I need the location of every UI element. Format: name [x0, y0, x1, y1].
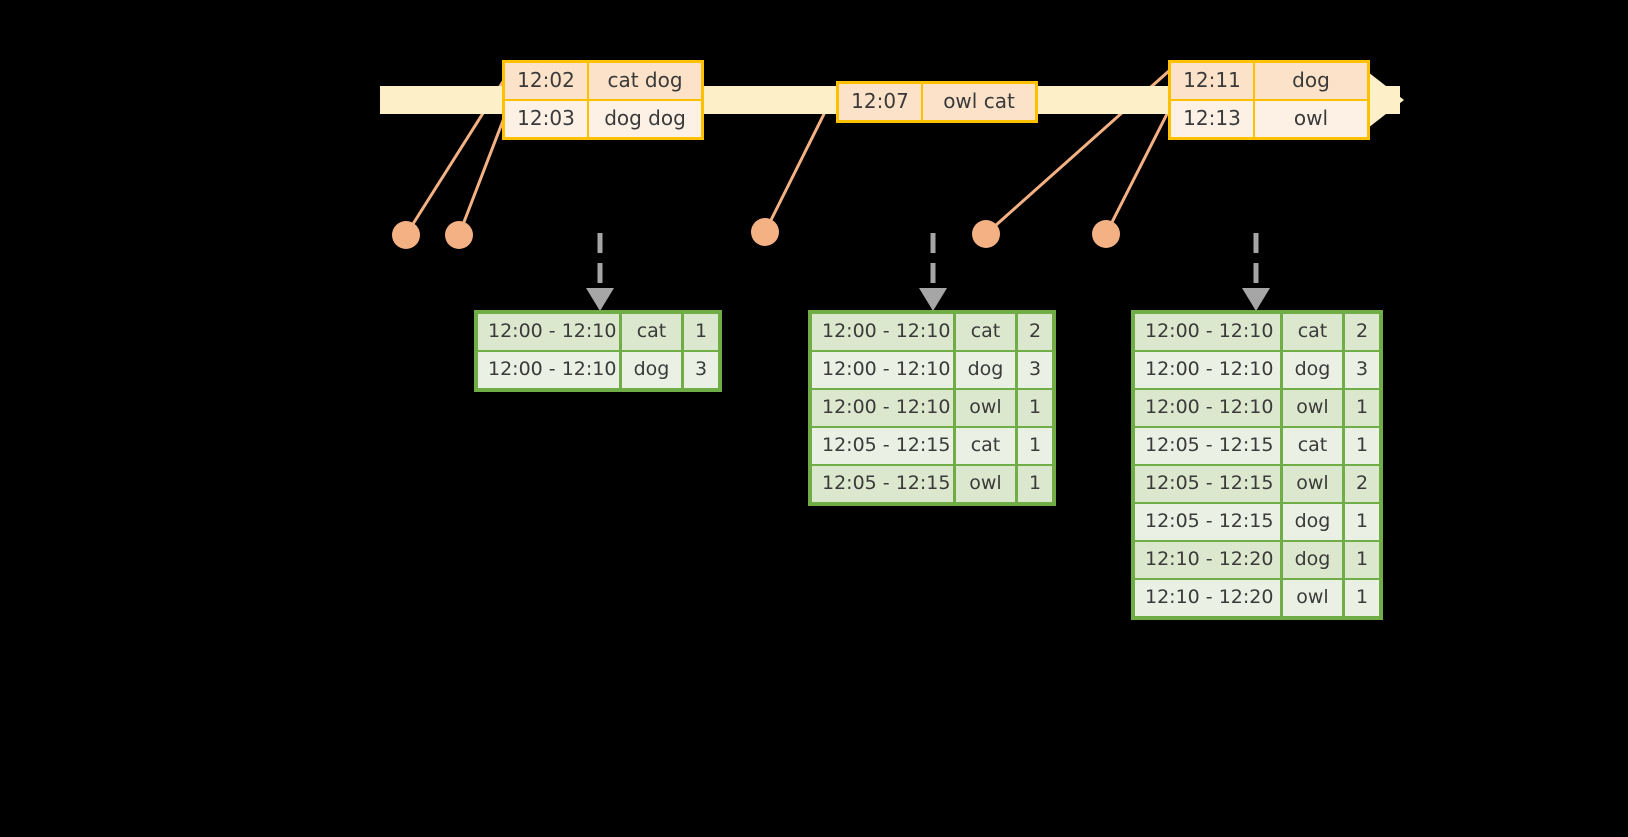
window-cell: 12:00 - 12:10: [812, 352, 956, 388]
key-cell: dog: [1283, 504, 1345, 540]
event-time: 12:13: [1171, 101, 1255, 137]
event-row: 12:07 owl cat: [839, 84, 1035, 120]
key-cell: owl: [1283, 390, 1345, 426]
window-cell: 12:05 - 12:15: [1135, 504, 1283, 540]
count-cell: 1: [1028, 472, 1042, 494]
key-cell: cat: [956, 314, 1018, 350]
key-cell: cat: [622, 314, 684, 350]
key-cell: owl: [1283, 466, 1345, 502]
connector-dot-12-02: [392, 221, 420, 249]
connector-line-12-13: [1104, 111, 1170, 235]
connector-dot-12-11: [972, 220, 1000, 248]
window-cell: 12:00 - 12:10: [478, 314, 622, 350]
window-cell: 12:00 - 12:10: [1135, 390, 1283, 426]
event-words: owl cat: [943, 89, 1015, 113]
count-cell: 1: [1028, 396, 1042, 418]
down-arrow-icon-1: [586, 233, 614, 311]
count-cell: 1: [1355, 548, 1369, 570]
count-cell: 3: [1355, 358, 1369, 380]
connector-dot-12-13: [1092, 220, 1120, 248]
connector-dot-12-07: [751, 218, 779, 246]
count-cell: 1: [1028, 434, 1042, 456]
window-cell: 12:05 - 12:15: [1135, 428, 1283, 464]
window-cell: 12:00 - 12:10: [1135, 314, 1283, 350]
count-cell: 1: [1355, 586, 1369, 608]
event-box-1[interactable]: 12:02 cat dog 12:03 dog dog: [502, 60, 704, 140]
event-row: 12:11 dog: [1171, 63, 1367, 99]
event-row: 12:03 dog dog: [505, 99, 701, 137]
count-cell: 3: [694, 358, 708, 380]
key-cell: dog: [956, 352, 1018, 388]
window-cell: 12:10 - 12:20: [1135, 580, 1283, 616]
count-cell: 3: [1028, 358, 1042, 380]
window-cell: 12:00 - 12:10: [1135, 352, 1283, 388]
count-cell: 2: [1355, 320, 1369, 342]
event-row: 12:02 cat dog: [505, 63, 701, 99]
key-cell: cat: [1283, 428, 1345, 464]
count-cell: 1: [1355, 510, 1369, 532]
window-cell: 12:00 - 12:10: [812, 390, 956, 426]
event-words: dog: [1292, 68, 1330, 92]
window-cell: 12:05 - 12:15: [812, 428, 956, 464]
key-cell: dog: [1283, 352, 1345, 388]
event-words: owl: [1293, 106, 1329, 130]
key-cell: owl: [1283, 580, 1345, 616]
connector-dot-12-03: [445, 221, 473, 249]
event-words: cat dog: [607, 68, 683, 92]
event-time: 12:03: [505, 101, 589, 137]
count-cell: 1: [1355, 396, 1369, 418]
window-cell: 12:05 - 12:15: [812, 466, 956, 502]
down-arrow-icon-3: [1242, 233, 1270, 311]
event-box-2[interactable]: 12:07 owl cat: [836, 81, 1038, 123]
key-cell: dog: [622, 352, 684, 388]
window-cell: 12:00 - 12:10: [812, 314, 956, 350]
key-cell: owl: [956, 390, 1018, 426]
count-cell: 1: [1355, 434, 1369, 456]
event-time: 12:11: [1171, 63, 1255, 99]
event-box-3[interactable]: 12:11 dog 12:13 owl: [1168, 60, 1370, 140]
event-time: 12:02: [505, 63, 589, 99]
down-arrow-icon-2: [919, 233, 947, 311]
key-cell: cat: [1283, 314, 1345, 350]
window-cell: 12:10 - 12:20: [1135, 542, 1283, 578]
window-cell: 12:05 - 12:15: [1135, 466, 1283, 502]
connector-line-12-03: [457, 117, 506, 236]
timeline-arrowhead-icon: [1368, 72, 1404, 128]
event-row: 12:13 owl: [1171, 99, 1367, 137]
key-cell: dog: [1283, 542, 1345, 578]
key-cell: owl: [956, 466, 1018, 502]
event-time: 12:07: [839, 84, 923, 120]
event-words: dog dog: [604, 106, 686, 130]
count-cell: 2: [1028, 320, 1042, 342]
window-cell: 12:00 - 12:10: [478, 352, 622, 388]
key-cell: cat: [956, 428, 1018, 464]
count-cell: 1: [694, 320, 708, 342]
count-cell: 2: [1355, 472, 1369, 494]
